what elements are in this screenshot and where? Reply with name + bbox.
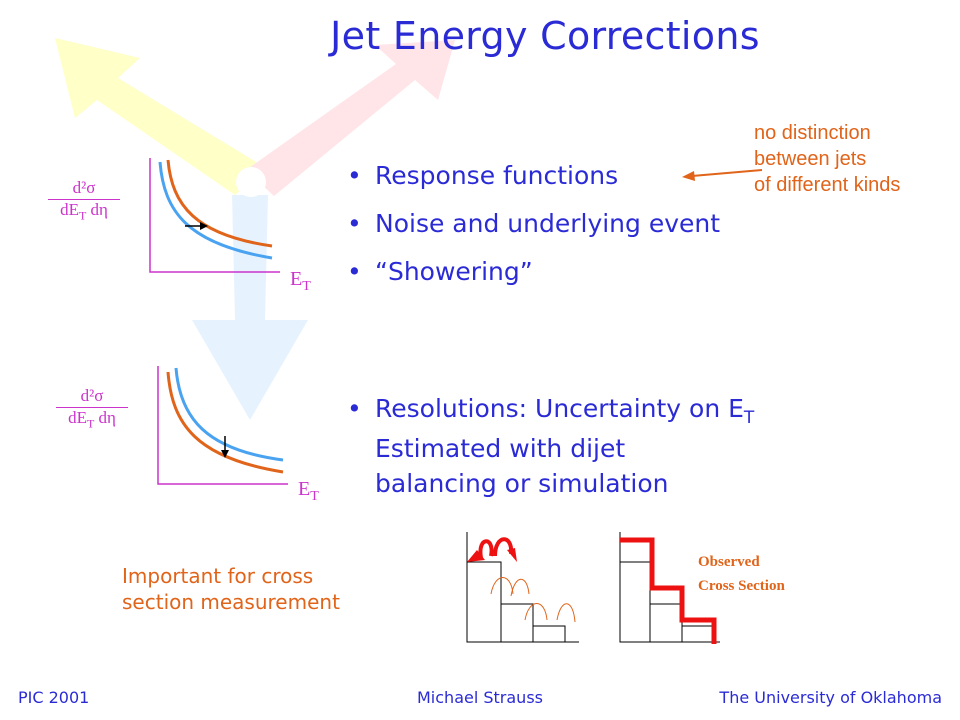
hist-bin bbox=[532, 625, 566, 643]
migration-arrow-small bbox=[556, 603, 576, 623]
yellow-arrow bbox=[55, 38, 266, 195]
hist-bin bbox=[466, 561, 502, 643]
note-arrow-icon bbox=[682, 169, 763, 181]
hist-bin bbox=[500, 603, 534, 643]
plot1-response-shift bbox=[149, 158, 280, 273]
arrows-hub bbox=[236, 167, 266, 197]
hist-bin bbox=[649, 603, 683, 643]
importance-line: Important for cross bbox=[122, 564, 314, 588]
y-label-numerator: d²σ bbox=[56, 386, 128, 408]
bullet-resolutions-line2: Estimated with dijet bbox=[375, 434, 626, 463]
plot2-x-label: ET bbox=[298, 478, 319, 504]
bullet-showering: • “Showering” bbox=[347, 256, 533, 288]
bullet-subscript: T bbox=[743, 408, 755, 428]
blue-arrow bbox=[192, 195, 308, 420]
plot1-axes bbox=[149, 158, 280, 273]
plot2-resolution-shift bbox=[157, 366, 288, 485]
migration-arrow-small bbox=[490, 577, 514, 595]
bullet-text: Response functions bbox=[375, 161, 619, 190]
bullet-resolutions: • Resolutions: Uncertainty on ET bbox=[347, 393, 755, 434]
note-line: of different kinds bbox=[754, 174, 901, 196]
true-spectrum-histogram bbox=[466, 532, 579, 643]
plot1-orange-curve bbox=[166, 159, 273, 248]
note-line: no distinction bbox=[754, 122, 871, 144]
plot2-blue-curve bbox=[174, 367, 284, 462]
y-label-denominator: dET dη bbox=[68, 408, 116, 431]
observed-label: Observed Cross Section bbox=[698, 550, 785, 598]
observed-spectrum-histogram bbox=[619, 532, 720, 644]
footer-right: The University of Oklahoma bbox=[719, 688, 942, 707]
bullet-dot: • bbox=[347, 394, 362, 423]
plot1-y-label: d²σ dET dη bbox=[48, 178, 120, 223]
plot2-axes bbox=[157, 366, 288, 485]
bullet-dot: • bbox=[347, 257, 362, 286]
page-title: Jet Energy Corrections bbox=[330, 14, 760, 58]
y-label-numerator: d²σ bbox=[48, 178, 120, 200]
plot1-x-label: ET bbox=[290, 268, 311, 294]
migration-arrow-small bbox=[524, 603, 548, 621]
importance-note: Important for cross section measurement bbox=[122, 563, 340, 615]
hist-bin bbox=[619, 561, 651, 643]
note-line: between jets bbox=[754, 148, 867, 170]
plot2-y-label: d²σ dET dη bbox=[56, 386, 128, 431]
migration-arrow-right bbox=[493, 537, 514, 557]
bullet-text: “Showering” bbox=[375, 257, 533, 286]
bullet-text: Resolutions: Uncertainty on E bbox=[375, 394, 744, 423]
bullet-resolutions-line3: balancing or simulation bbox=[375, 469, 669, 498]
footer-center: Michael Strauss bbox=[417, 688, 543, 707]
migration-arrow-left bbox=[478, 539, 494, 559]
plot2-orange-curve bbox=[166, 371, 284, 474]
importance-line: section measurement bbox=[122, 590, 340, 614]
migration-arrow-small bbox=[510, 578, 530, 597]
pink-arrow bbox=[246, 40, 455, 196]
bullet-dot: • bbox=[347, 161, 362, 190]
bullet-dot: • bbox=[347, 209, 362, 238]
bullet-text: Noise and underlying event bbox=[375, 209, 721, 238]
y-label-denominator: dET dη bbox=[60, 200, 108, 223]
bullet-response-functions: • Response functions bbox=[347, 160, 619, 192]
bullet-noise: • Noise and underlying event bbox=[347, 208, 721, 240]
side-note: no distinction between jets of different… bbox=[754, 120, 900, 198]
hist-bin bbox=[681, 625, 715, 643]
observed-line: Observed bbox=[698, 554, 760, 570]
footer-left: PIC 2001 bbox=[18, 688, 90, 707]
observed-step-line bbox=[620, 537, 717, 644]
plot1-blue-curve bbox=[158, 161, 273, 260]
observed-line: Cross Section bbox=[698, 578, 785, 594]
